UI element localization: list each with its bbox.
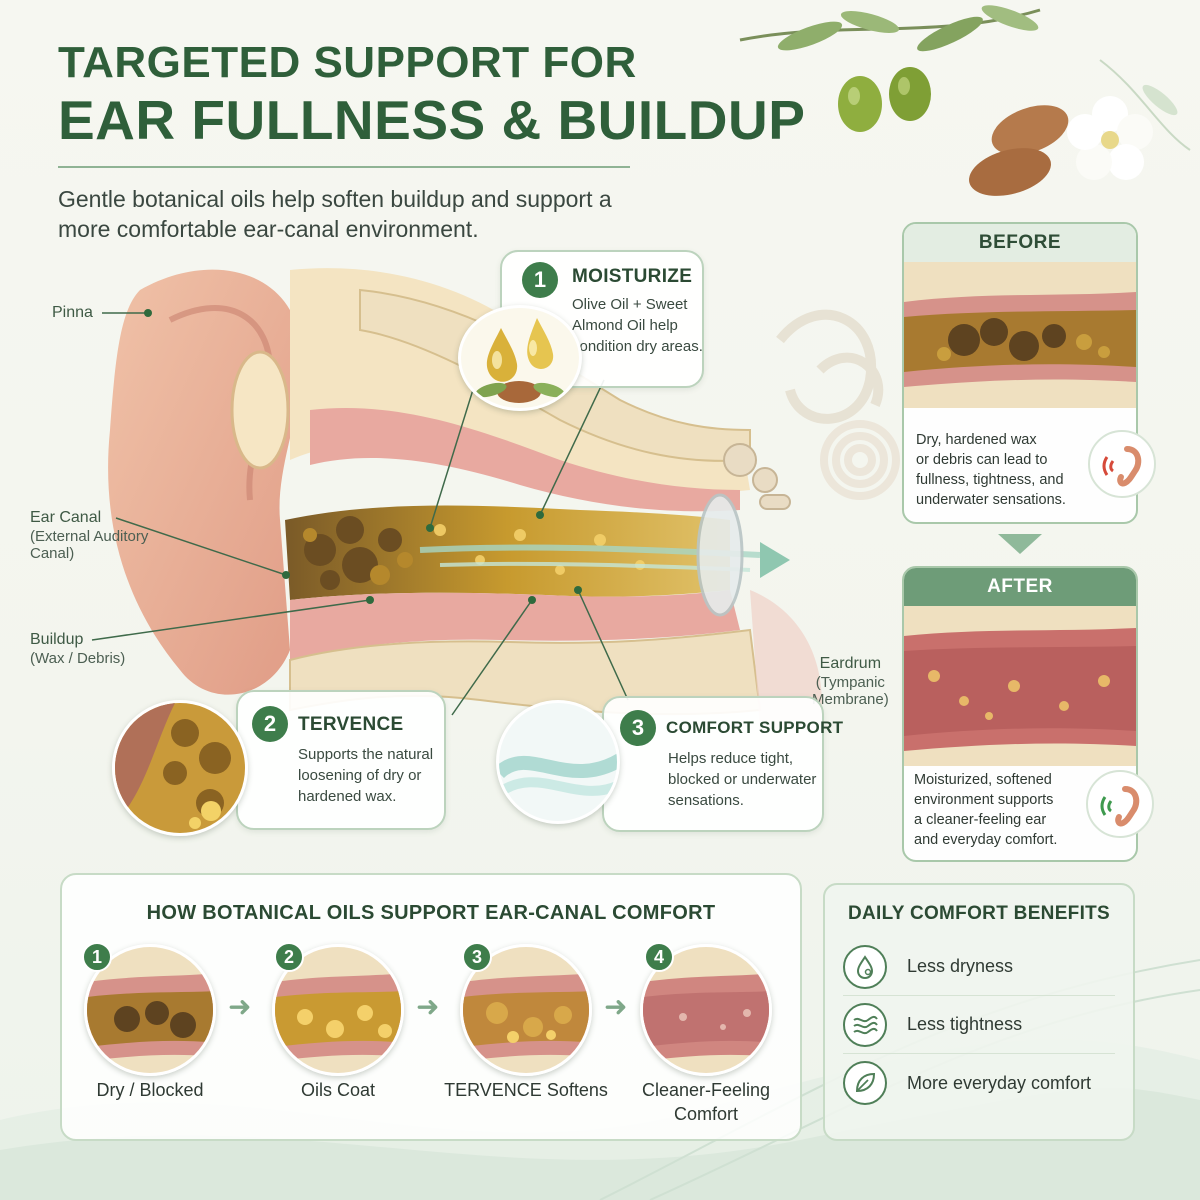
callout-2-line: hardened wax. <box>298 788 397 805</box>
ear-comfort-icon <box>1100 786 1140 827</box>
title-divider <box>58 166 630 168</box>
callout-1-line: Olive Oil + Sweet <box>572 296 688 313</box>
ear-comfort-badge <box>1086 770 1154 838</box>
callout-3-line: blocked or underwater <box>668 771 817 788</box>
callout-2-title: TERVENCE <box>298 714 404 735</box>
callout-2-line: Supports the natural <box>298 746 434 763</box>
step-1-image <box>84 944 216 1076</box>
callout-3-title: COMFORT SUPPORT <box>666 718 844 737</box>
callout-comfort-support <box>602 696 824 832</box>
label-ear-canal-sub-2: Canal) <box>30 545 75 562</box>
callout-2-line: loosening of dry or <box>298 767 422 784</box>
before-heading: BEFORE <box>904 224 1136 262</box>
callout-2-text: Supports the natural loosening of dry or… <box>298 744 433 807</box>
step-1-number: 1 <box>82 942 112 972</box>
benefit-label: Less tightness <box>907 1014 1023 1034</box>
blocked-canal-icon <box>87 947 213 1073</box>
step-4-label-line: Comfort <box>673 1104 738 1124</box>
arrow-right-icon: ➜ <box>604 991 628 1022</box>
ear-discomfort-icon <box>1102 446 1142 487</box>
how-it-works-title: HOW BOTANICAL OILS SUPPORT EAR-CANAL COM… <box>146 902 716 924</box>
step-4-number: 4 <box>644 942 674 972</box>
callout-2-number: 2 <box>252 706 288 742</box>
leaf-icon <box>843 1061 887 1105</box>
after-line: Moisturized, softened <box>914 772 1052 788</box>
subtitle: Gentle botanical oils help soften buildu… <box>58 186 612 242</box>
botanical-decoration <box>739 5 1191 196</box>
oil-drops-icon <box>475 318 565 403</box>
step-2-label: Oils Coat <box>300 1080 376 1100</box>
benefit-label: Less dryness <box>907 956 1014 976</box>
benefit-item: Less dryness <box>843 938 1115 996</box>
before-line: underwater sensations. <box>916 492 1066 508</box>
step-4-label-line: Cleaner-Feeling <box>641 1080 771 1100</box>
label-eardrum-sub-2: Membrane) <box>812 691 889 708</box>
title-line-1: TARGETED SUPPORT FOR <box>58 38 637 87</box>
water-drop-icon <box>843 944 887 989</box>
waves-icon <box>843 1002 887 1047</box>
oil-droplets-image <box>458 305 582 411</box>
label-ear-canal-sub-1: (External Auditory <box>30 528 149 545</box>
callout-1-title: MOISTURIZE <box>572 266 693 287</box>
callout-3-number: 3 <box>620 710 656 746</box>
soothing-wave-image <box>496 700 620 824</box>
before-text: Dry, hardened wax or debris can lead to … <box>916 430 1066 510</box>
benefit-label: More everyday comfort <box>907 1072 1092 1093</box>
wax-softening-image <box>112 700 248 836</box>
arrow-right-icon: ➜ <box>416 991 440 1022</box>
step-4-label: Cleaner-Feeling Comfort <box>616 1078 796 1126</box>
before-line: Dry, hardened wax <box>916 432 1037 448</box>
step-4-image <box>640 944 772 1076</box>
wax-closeup-icon <box>115 703 245 833</box>
chevron-down-icon <box>998 534 1042 554</box>
label-buildup-group: Buildup (Wax / Debris) <box>30 630 125 667</box>
benefits-list: Less dryness Less tightness More everyda… <box>843 938 1115 1112</box>
benefit-item: More everyday comfort <box>843 1054 1115 1112</box>
step-2-number: 2 <box>274 942 304 972</box>
label-buildup: Buildup <box>30 631 84 648</box>
step-3-number: 3 <box>462 942 492 972</box>
label-eardrum-sub-1: (Tympanic <box>815 674 885 691</box>
label-buildup-sub: (Wax / Debris) <box>30 650 126 667</box>
label-eardrum-group: Eardrum (Tympanic Membrane) <box>812 654 889 708</box>
callout-1-line: Almond Oil help <box>572 317 678 334</box>
after-heading: AFTER <box>904 568 1136 606</box>
soothing-wave-icon <box>499 753 617 798</box>
before-panel: BEFORE <box>902 222 1138 524</box>
step-3-label: TERVENCE Softens <box>444 1080 608 1100</box>
after-line: a cleaner-feeling ear <box>914 812 1047 828</box>
after-panel: AFTER <box>902 566 1138 862</box>
before-line: or debris can lead to <box>916 452 1048 468</box>
before-line: fullness, tightness, and <box>916 472 1064 488</box>
before-canal-image <box>904 262 1136 408</box>
clean-canal-icon <box>643 947 769 1073</box>
label-ear-canal-group: Ear Canal (External Auditory Canal) <box>30 508 148 562</box>
callout-1-text: Olive Oil + Sweet Almond Oil help condit… <box>572 294 703 357</box>
after-line: and everyday comfort. <box>914 832 1058 848</box>
title-line-2: EAR FULLNESS & BUILDUP <box>58 89 806 151</box>
label-ear-canal: Ear Canal <box>30 509 102 526</box>
arrow-right-icon: ➜ <box>228 991 252 1022</box>
label-eardrum: Eardrum <box>819 655 882 672</box>
label-pinna: Pinna <box>52 304 93 321</box>
callout-3-text: Helps reduce tight, blocked or underwate… <box>668 748 816 811</box>
step-1-label: Dry / Blocked <box>96 1080 204 1100</box>
callout-1-number: 1 <box>522 262 558 298</box>
callout-3-line: Helps reduce tight, <box>668 750 794 767</box>
benefit-item: Less tightness <box>843 996 1115 1054</box>
after-text: Moisturized, softened environment suppor… <box>914 770 1057 850</box>
callout-3-line: sensations. <box>668 792 744 809</box>
callout-1-line: condition dry areas. <box>572 338 703 355</box>
ear-discomfort-badge <box>1088 430 1156 498</box>
benefits-title: DAILY COMFORT BENEFITS <box>847 903 1111 924</box>
after-line: environment supports <box>914 792 1054 808</box>
after-canal-image <box>904 606 1136 766</box>
